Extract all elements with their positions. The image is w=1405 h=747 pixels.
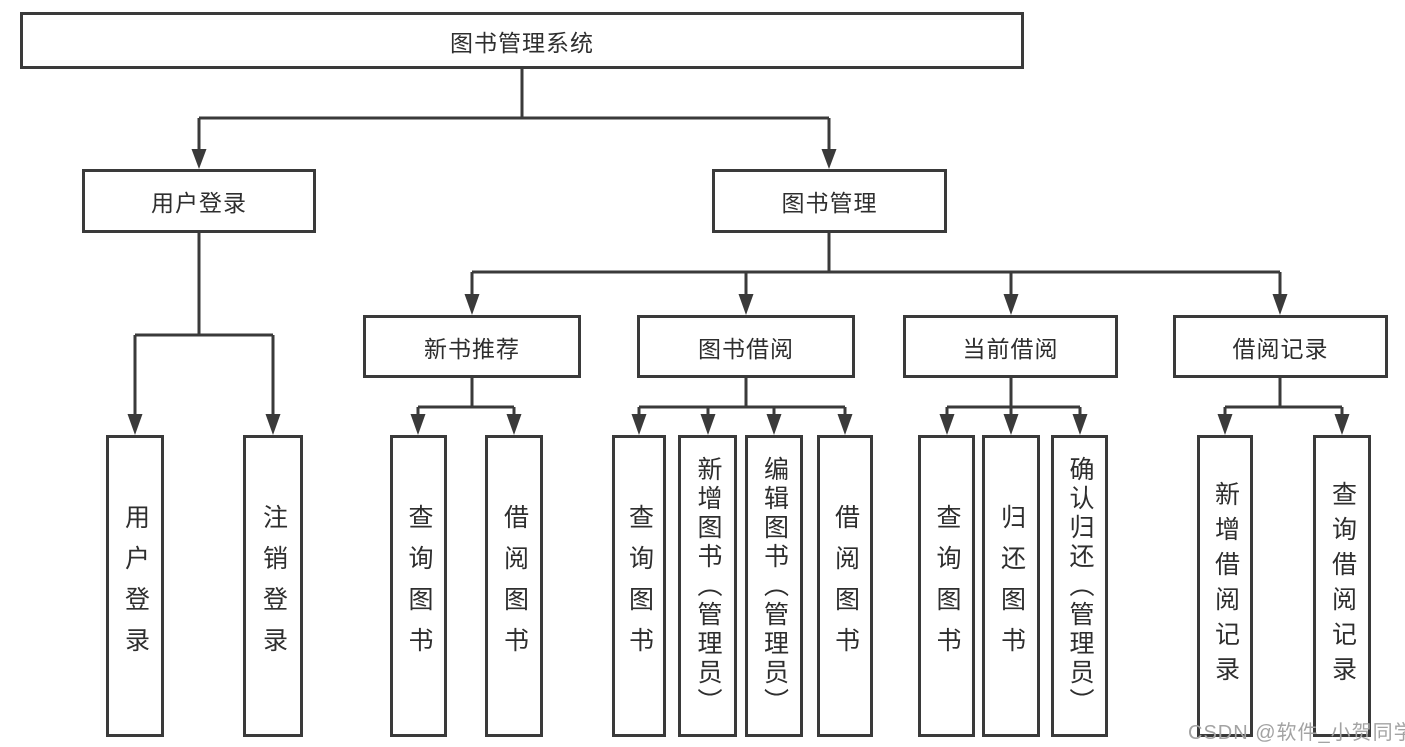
leaf-label: 查询图书 (625, 504, 654, 668)
leaf-confirm-return-admin: 确认归还（管理员） (1051, 435, 1108, 737)
node-user-login: 用户登录 (82, 169, 316, 233)
node-book-management: 图书管理 (712, 169, 947, 233)
leaf-add-books-admin: 新增图书（管理员） (678, 435, 737, 737)
leaf-label: 查询借阅记录 (1328, 481, 1357, 691)
leaf-label: 注销登录 (259, 504, 288, 668)
leaf-return-books: 归还图书 (982, 435, 1040, 737)
leaf-label: 归还图书 (997, 504, 1026, 668)
node-library-management-system: 图书管理系统 (20, 12, 1024, 69)
node-label: 新书推荐 (424, 335, 520, 362)
leaf-query-books-recommend: 查询图书 (390, 435, 447, 737)
arrowheads (127, 149, 1350, 435)
leaf-label: 确认归还（管理员） (1066, 455, 1094, 717)
node-label: 用户登录 (151, 190, 247, 216)
node-label: 图书管理系统 (450, 29, 594, 56)
leaf-label: 用户登录 (121, 504, 150, 668)
leaf-query-borrow-record: 查询借阅记录 (1313, 435, 1371, 737)
leaf-query-books-borrowing: 查询图书 (612, 435, 666, 737)
leaf-borrow-books-recommend: 借阅图书 (485, 435, 543, 737)
node-label: 图书管理 (781, 190, 878, 216)
node-label: 图书借阅 (698, 335, 794, 362)
node-label: 借阅记录 (1232, 335, 1329, 362)
leaf-query-books-current: 查询图书 (918, 435, 975, 737)
leaf-label: 新增借阅记录 (1211, 481, 1240, 691)
node-current-borrowing: 当前借阅 (903, 315, 1118, 378)
leaf-user-login: 用户登录 (106, 435, 164, 737)
leaf-add-borrow-record: 新增借阅记录 (1197, 435, 1253, 737)
leaf-label: 借阅图书 (500, 504, 529, 668)
leaf-label: 借阅图书 (831, 504, 860, 668)
leaf-edit-books-admin: 编辑图书（管理员） (745, 435, 803, 737)
node-new-book-recommendation: 新书推荐 (363, 315, 581, 378)
leaf-label: 新增图书（管理员） (694, 455, 722, 717)
leaf-label: 编辑图书（管理员） (760, 455, 789, 717)
leaf-label: 查询图书 (405, 504, 433, 668)
node-borrowing-records: 借阅记录 (1173, 315, 1388, 378)
node-book-borrowing: 图书借阅 (637, 315, 855, 378)
leaf-logout: 注销登录 (243, 435, 303, 737)
csdn-watermark: CSDN @软件_小贺同学 (1188, 722, 1405, 744)
leaf-label: 查询图书 (933, 504, 961, 668)
leaf-borrow-books: 借阅图书 (817, 435, 873, 737)
node-label: 当前借阅 (962, 335, 1059, 362)
